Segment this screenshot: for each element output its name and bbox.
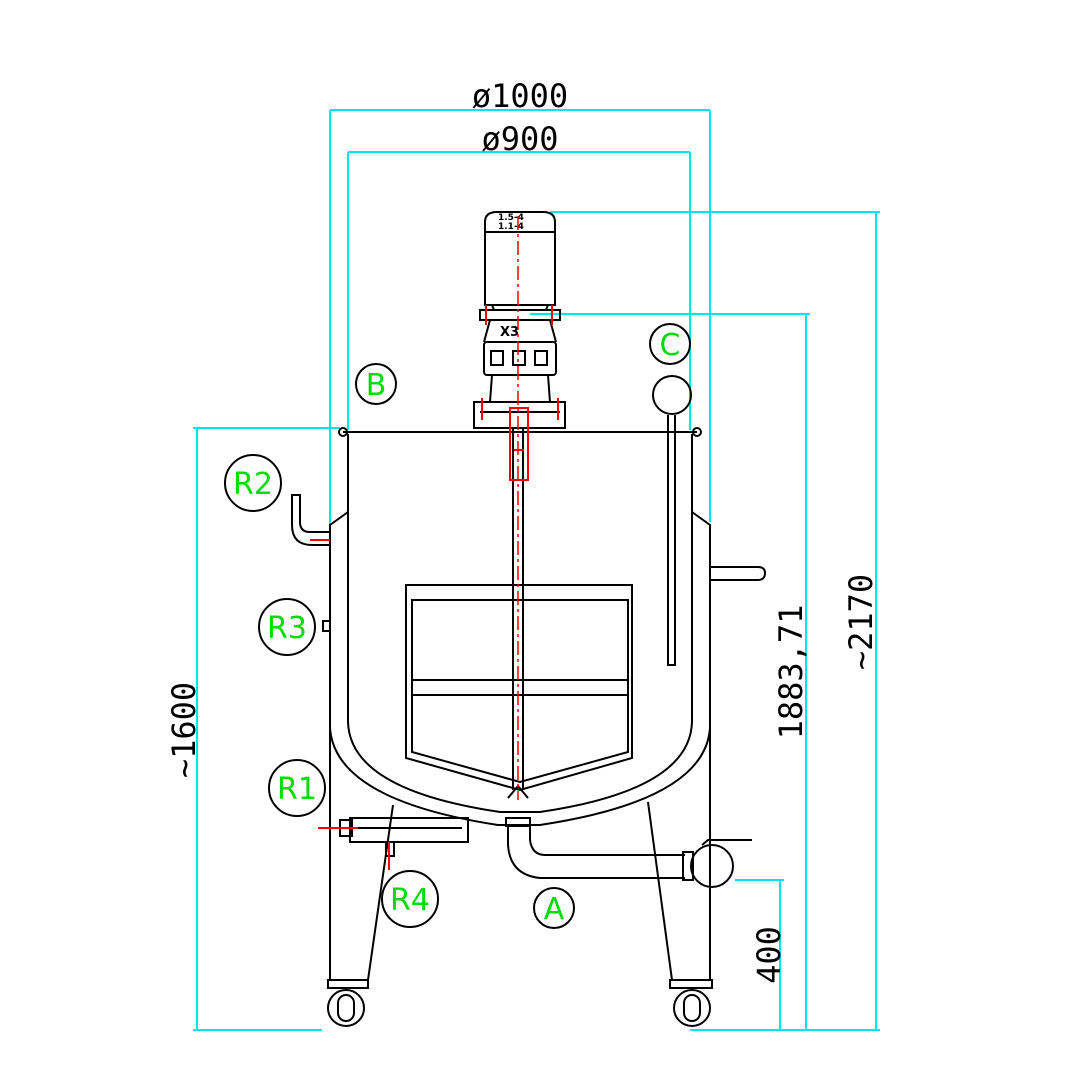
centerlines	[310, 216, 529, 870]
dim-total-height: ~2170	[842, 574, 880, 670]
svg-text:R4: R4	[390, 883, 430, 918]
motor	[473, 211, 566, 429]
dim-motor-height: 1883,71	[772, 605, 810, 740]
nozzle-label-r1: R1	[268, 759, 326, 817]
dim-inner-diameter: ø900	[481, 120, 558, 158]
nozzle-label-b: B	[355, 363, 397, 405]
nozzle-label-r3: R3	[258, 598, 316, 656]
nozzle-label-r2: R2	[224, 454, 282, 512]
svg-text:R1: R1	[277, 772, 317, 807]
gear-label: X3	[500, 325, 519, 340]
vessel	[291, 375, 767, 1027]
svg-text:R3: R3	[267, 611, 307, 646]
nozzle-label-c: C	[649, 323, 691, 365]
svg-text:R2: R2	[233, 467, 273, 502]
dimension-lines	[193, 109, 880, 1031]
dim-outlet-height: 400	[750, 926, 788, 984]
svg-text:A: A	[544, 892, 565, 927]
dim-vessel-height: ~1600	[165, 682, 203, 778]
dim-outer-diameter: ø1000	[472, 77, 568, 115]
svg-text:B: B	[366, 368, 387, 403]
motor-label-bottom: 1.1-4	[498, 222, 524, 232]
svg-text:C: C	[660, 328, 681, 363]
nozzle-label-a: A	[533, 887, 575, 929]
motor-label-top: 1.5-4	[498, 213, 524, 223]
nozzle-label-r4: R4	[381, 870, 439, 928]
